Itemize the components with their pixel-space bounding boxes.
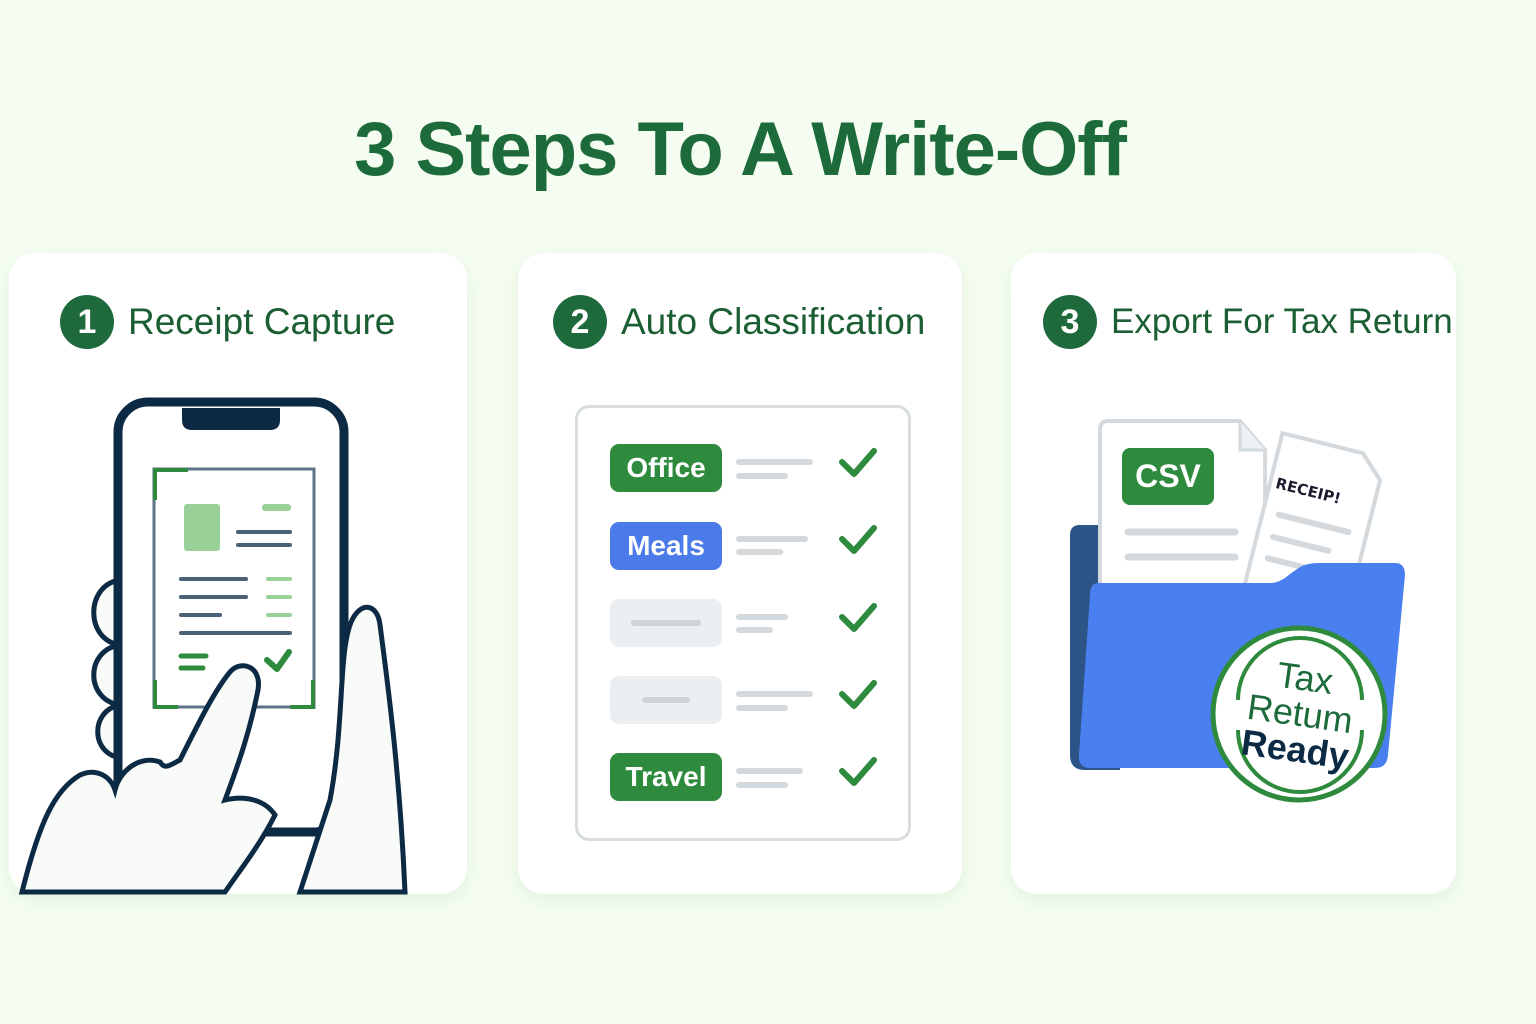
check-icon xyxy=(839,448,877,786)
step-header: 1 Receipt Capture xyxy=(60,295,395,349)
step-number-badge: 1 xyxy=(60,295,114,349)
step-header: 3 Export For Tax Return xyxy=(1043,295,1453,349)
csv-badge: CSV xyxy=(1122,448,1214,505)
page-title: 3 Steps To A Write-Off xyxy=(354,107,1127,192)
step-header: 2 Auto Classification xyxy=(553,295,925,349)
category-chip-office[interactable]: Office xyxy=(610,444,722,492)
step-title: Receipt Capture xyxy=(128,301,396,342)
step-number-badge: 2 xyxy=(553,295,607,349)
classification-list: Office Meals Travel xyxy=(575,405,911,841)
category-chip-meals[interactable]: Meals xyxy=(610,522,722,570)
category-chip-travel[interactable]: Travel xyxy=(610,753,722,801)
step-title: Export For Tax Return xyxy=(1111,302,1453,341)
category-chip-placeholder xyxy=(610,676,722,724)
category-chip-placeholder xyxy=(610,599,722,647)
step-title: Auto Classification xyxy=(621,301,926,342)
step-number-badge: 3 xyxy=(1043,295,1097,349)
tax-return-ready-stamp: Tax Retum Ready xyxy=(1223,651,1377,777)
